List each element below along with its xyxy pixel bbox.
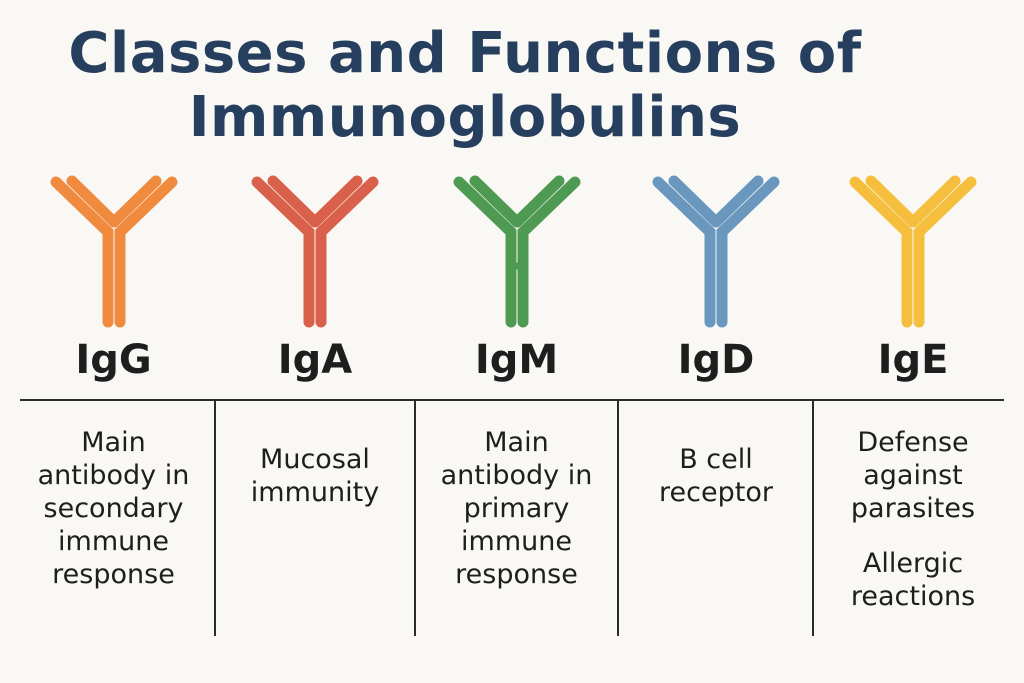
function-text: Allergic reactions: [850, 548, 976, 612]
class-name-igd: IgD: [677, 337, 755, 383]
header-divider: [20, 399, 1004, 401]
immunoglobulin-columns: IgG Main antibody in secondary immune re…: [12, 170, 1012, 640]
function-text: Main antibody in primary immune response: [440, 427, 593, 590]
class-name-ige: IgE: [877, 337, 949, 383]
class-name-igm: IgM: [474, 337, 559, 383]
column-divider: [214, 400, 216, 636]
functions-ige: Defense against parasites Allergic react…: [814, 426, 1012, 613]
functions-igd: B cell receptor: [618, 426, 814, 509]
functions-igg: Main antibody in secondary immune respon…: [12, 426, 215, 591]
igm-antibody-icon: [432, 170, 602, 330]
class-name-iga: IgA: [277, 337, 353, 383]
function-text: Mucosal immunity: [250, 444, 380, 508]
igg-antibody-icon: [29, 170, 199, 330]
functions-iga: Mucosal immunity: [215, 426, 415, 509]
functions-igm: Main antibody in primary immune response: [415, 426, 618, 591]
column-iga: IgA Mucosal immunity: [215, 170, 415, 640]
column-divider: [414, 400, 416, 636]
column-igm: IgM Main antibody in primary immune resp…: [415, 170, 618, 640]
column-igg: IgG Main antibody in secondary immune re…: [12, 170, 215, 640]
ige-antibody-icon: [828, 170, 998, 330]
title-line-1: Classes and Functions of: [68, 21, 862, 86]
class-name-igg: IgG: [75, 337, 152, 383]
igd-antibody-icon: [631, 170, 801, 330]
column-divider: [617, 400, 619, 636]
column-ige: IgE Defense against parasites Allergic r…: [814, 170, 1012, 640]
function-text: B cell receptor: [659, 444, 773, 508]
diagram-title: Classes and Functions of Immunoglobulins: [60, 22, 870, 150]
function-text: Defense against parasites: [850, 427, 976, 524]
title-line-2: Immunoglobulins: [188, 85, 742, 150]
function-text: Main antibody in secondary immune respon…: [37, 427, 190, 590]
column-divider: [812, 400, 814, 636]
iga-antibody-icon: [230, 170, 400, 330]
column-igd: IgD B cell receptor: [618, 170, 814, 640]
